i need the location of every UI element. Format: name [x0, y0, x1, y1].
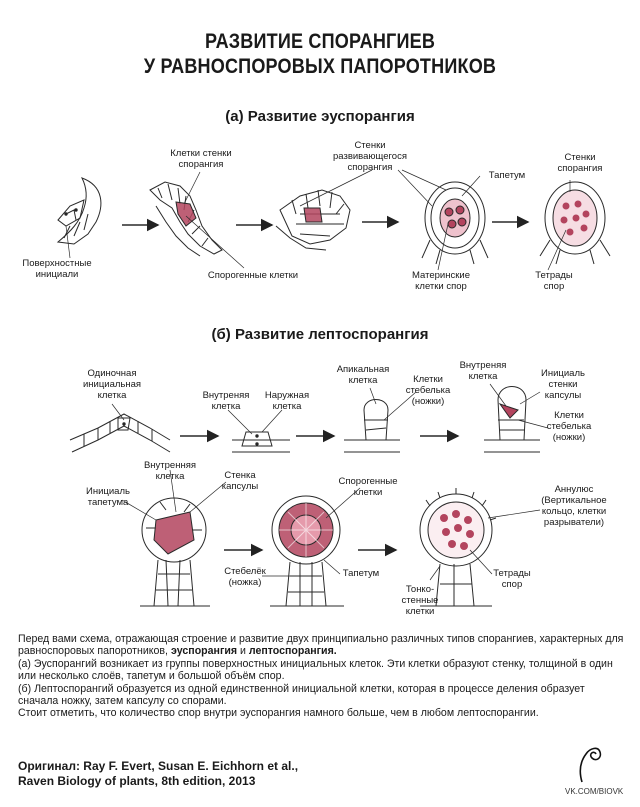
- label-inner-cell: Внутреняя клетка: [202, 390, 250, 412]
- title-line-1: РАЗВИТИЕ СПОРАНГИЕВ: [204, 30, 436, 53]
- label-outer-cell: Наружная клетка: [264, 390, 310, 412]
- credit: VK.COM/BIOVK: [565, 787, 624, 796]
- label-thin-walled-cells: Тонко- стенные клетки: [401, 584, 439, 617]
- source-line-1: Оригинал: Ray F. Evert, Susan E. Eichhor…: [18, 759, 299, 773]
- title-line-2: У РАВНОСПОРОВЫХ ПАПОРОТНИКОВ: [143, 55, 497, 78]
- label-single-initial: Одиночная инициальная клетка: [82, 368, 142, 401]
- description: Перед вами схема, отражающая строение и …: [18, 633, 624, 720]
- label-tapetum-a: Тапетум: [488, 170, 526, 181]
- label-sporogenous-cells-b: Спорогенные клетки: [338, 476, 398, 498]
- source-citation: Оригинал: Ray F. Evert, Susan E. Eichhor…: [18, 759, 298, 789]
- description-intro: Перед вами схема, отражающая строение и …: [18, 633, 624, 658]
- label-stalk-cells-2: Клетки стебелька (ножки): [546, 410, 592, 443]
- description-leptosporangium: (б) Лептоспорангий образуется из одной е…: [18, 682, 585, 708]
- label-spore-tetrads-a: Тетрады спор: [535, 270, 573, 292]
- label-spore-tetrads-b: Тетрады спор: [493, 568, 531, 590]
- leader-lines: [65, 169, 571, 581]
- leptosporangium-stage-7: [419, 488, 497, 607]
- label-capsule-wall: Стенка капсулы: [221, 470, 259, 492]
- leptosporangium-stage-6: [270, 495, 344, 607]
- label-inner-cell-3: Внутренняя клетка: [143, 460, 197, 482]
- source-line-2: Raven Biology of plants, 8th edition, 20…: [18, 774, 256, 788]
- section-a-heading: (а) Развитие эуспорангия: [225, 108, 415, 125]
- eusporangium-stage-5: [539, 181, 611, 265]
- eusporangium-stage-3: [275, 189, 351, 251]
- label-inner-cell-2: Внутреняя клетка: [459, 360, 507, 382]
- label-tapetum-initial: Инициаль тапетума: [86, 486, 130, 508]
- label-spore-mother-cells: Материнские клетки спор: [412, 270, 470, 292]
- label-capsule-wall-initial: Инициаль стенки капсулы: [541, 368, 585, 401]
- leptosporangium-stage-4: [484, 386, 540, 453]
- label-apical-cell: Апикальная клетка: [336, 364, 390, 386]
- leptosporangium-stage-3: [344, 399, 400, 453]
- eusporangium-stage-2: [149, 181, 223, 257]
- label-tapetum-b: Тапетум: [342, 568, 380, 579]
- label-sporogenous-cells: Спорогенные клетки: [207, 270, 299, 281]
- label-surface-initials: Поверхностные инициали: [22, 258, 92, 280]
- label-sporangium-walls: Стенки спорангия: [557, 152, 603, 174]
- description-note: Стоит отметить, что количество спор внут…: [18, 707, 539, 720]
- eusporangium-stage-4: [421, 181, 489, 265]
- label-annulus: Аннулюс (Вертикальное кольцо, клетки раз…: [541, 484, 607, 528]
- description-eusporangium: (а) Эуспорангий возникает из группы пове…: [18, 657, 613, 683]
- section-b-heading: (б) Развитие лептоспорангия: [211, 326, 429, 343]
- label-stalk-cells: Клетки стебелька (ножки): [405, 374, 451, 407]
- eusporangium-stage-1: [56, 177, 102, 245]
- sporangia-diagram: [56, 169, 611, 607]
- biovk-logo-icon: [579, 747, 602, 783]
- leptosporangium-stage-5: [140, 497, 210, 607]
- label-stalk: Стебелёк (ножка): [224, 566, 266, 588]
- leptosporangium-stage-2: [232, 431, 290, 453]
- label-developing-sporangium-walls: Стенки развивающегося спорангия: [333, 140, 407, 173]
- leptosporangium-stage-1: [69, 413, 171, 453]
- label-sporangium-wall-cells: Клетки стенки спорангия: [170, 148, 232, 170]
